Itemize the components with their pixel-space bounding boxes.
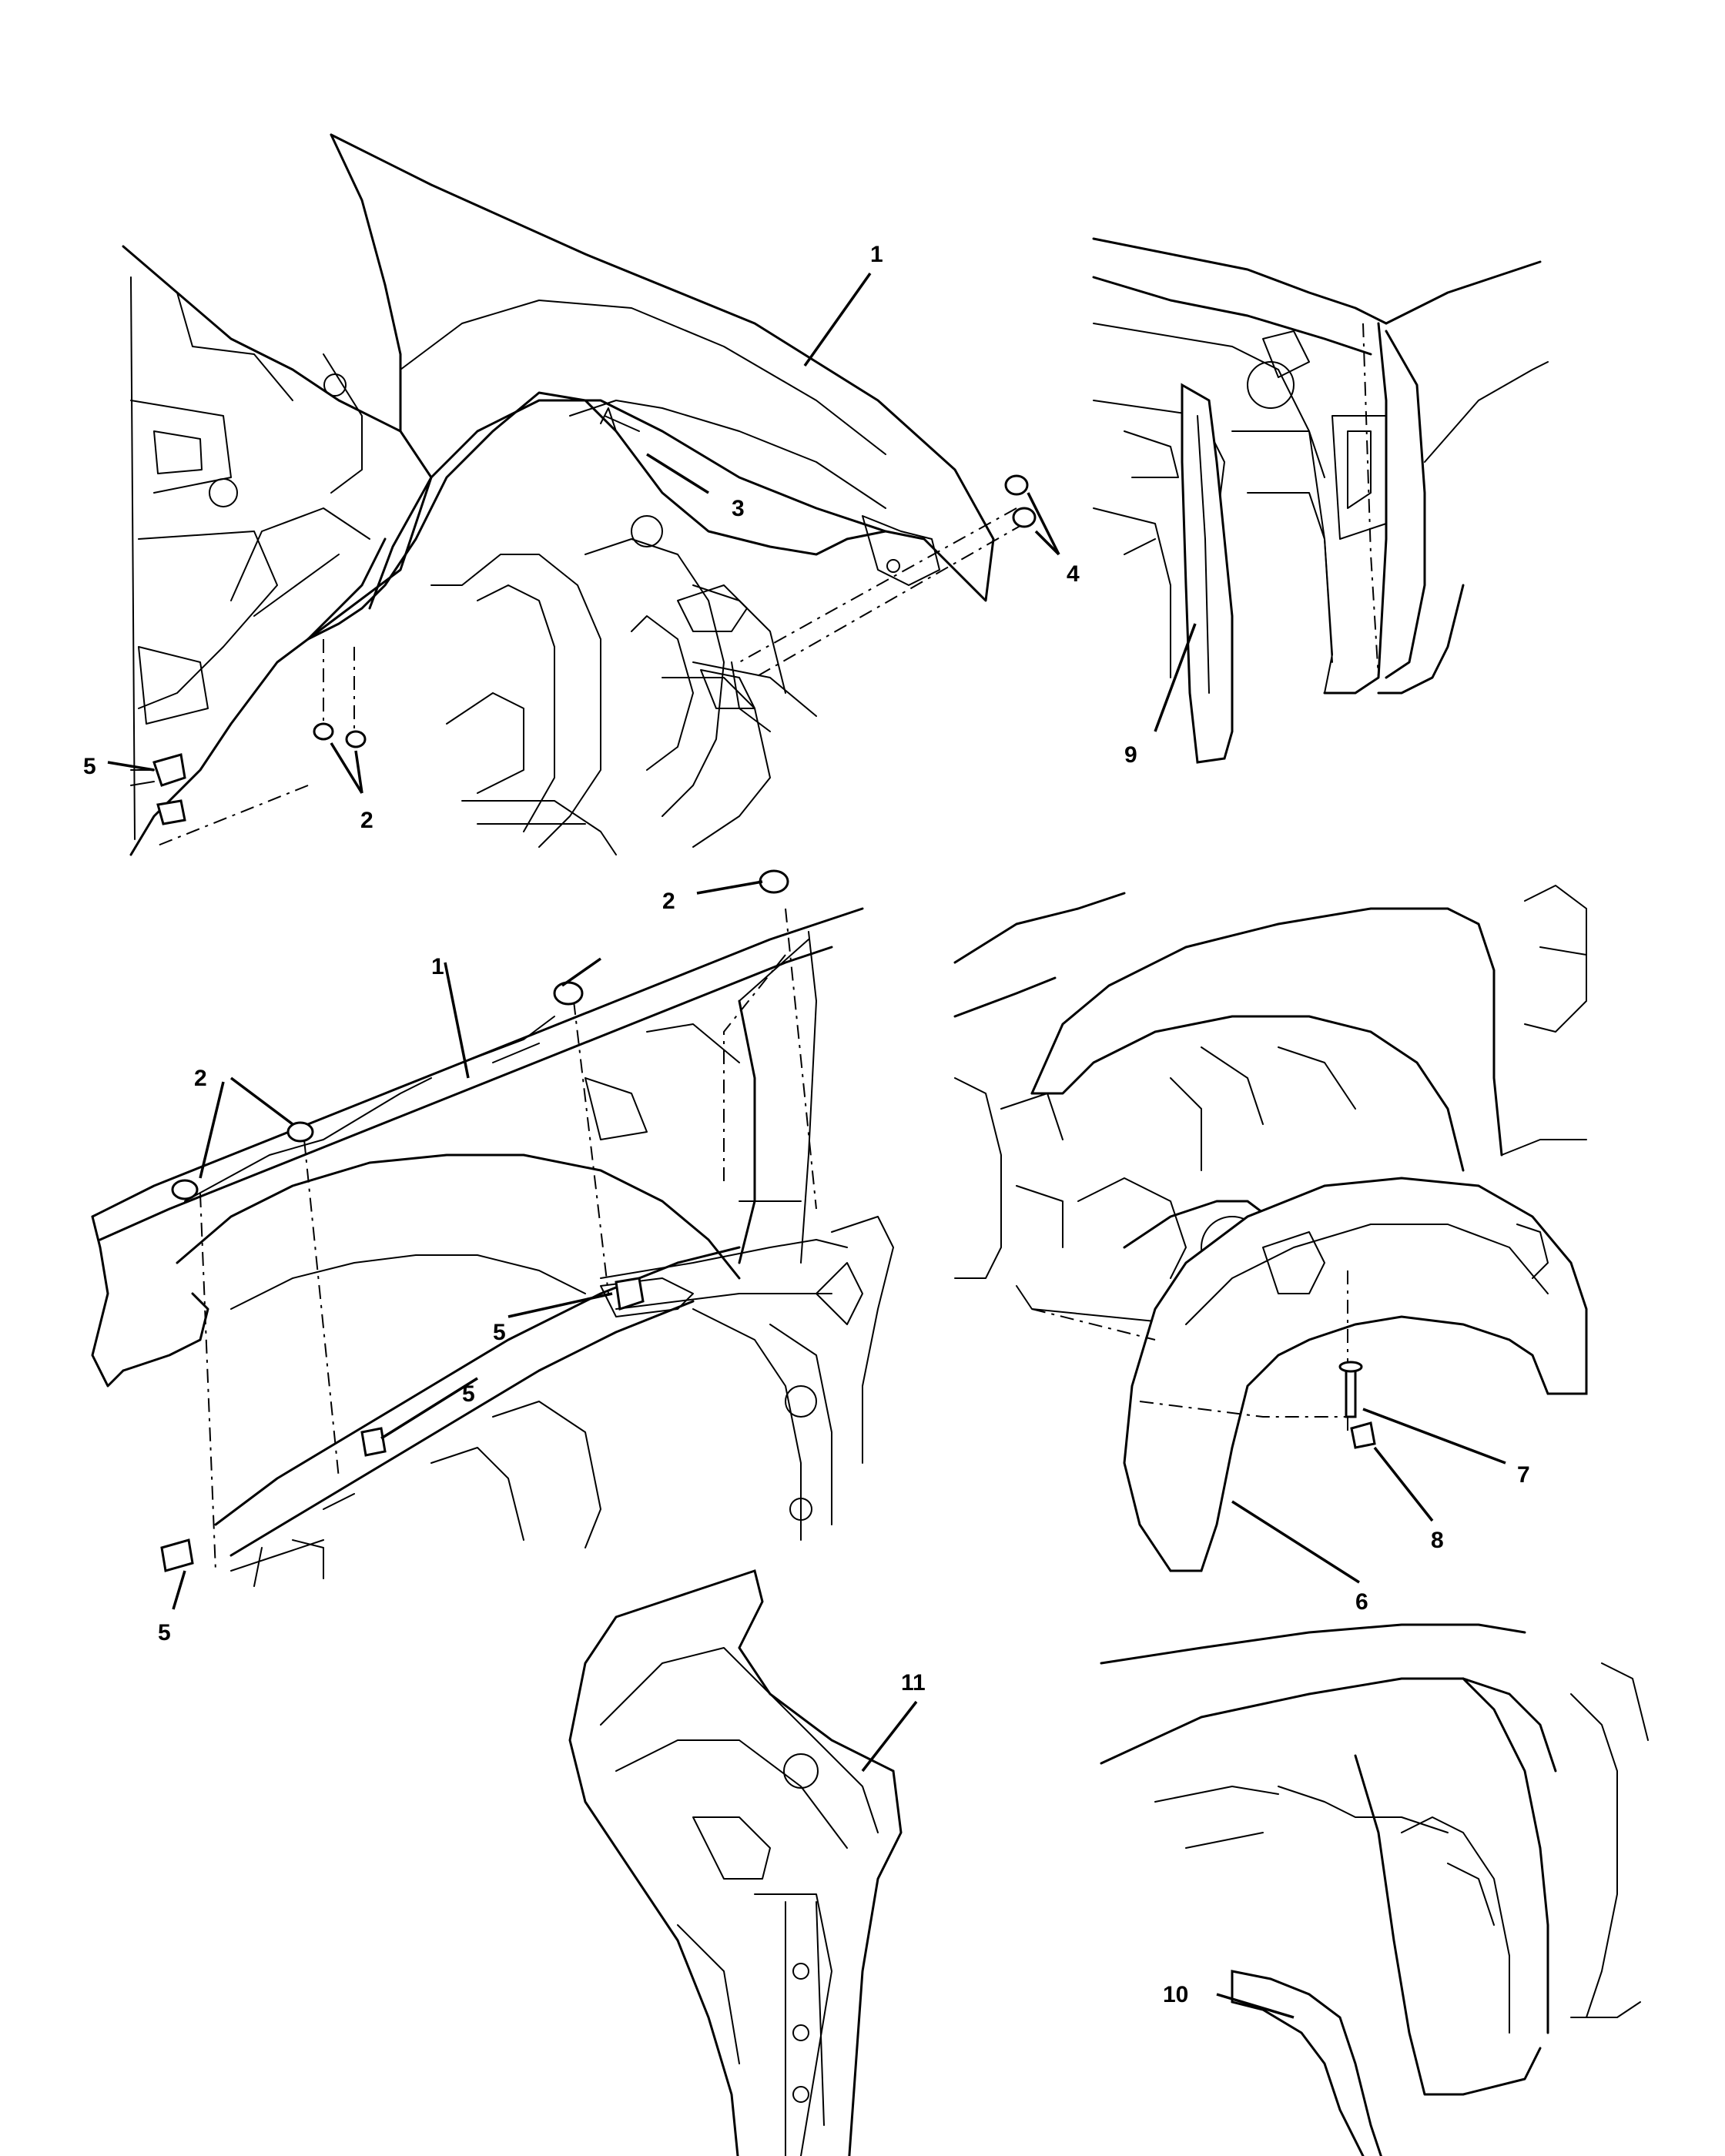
leader-11 [861, 1700, 918, 1773]
leader-4a [1027, 492, 1060, 555]
callout-2-mid-left: 2 [194, 1066, 207, 1091]
callout-2-top: 2 [360, 808, 373, 833]
callout-10: 10 [1163, 1982, 1188, 2007]
callout-5-top: 5 [83, 754, 96, 779]
leader-8 [1373, 1446, 1434, 1522]
panel-middle-right-wheelhouse [953, 885, 1588, 1572]
leader-1-top [803, 272, 872, 367]
leader-5-mid-lower [380, 1377, 478, 1440]
panel-middle-left-fender [91, 869, 894, 1587]
leader-1-mid [444, 962, 470, 1079]
leader-2-top-a [330, 742, 363, 794]
leader-2-mid-left-b [229, 1076, 294, 1126]
callout-5-bottom: 5 [158, 1620, 171, 1645]
callout-2-mid-right: 2 [662, 889, 675, 914]
callout-labels: 1 3 4 5 2 9 2 1 2 5 5 5 7 8 6 11 10 [83, 242, 1530, 2007]
callout-5-mid-upper: 5 [493, 1320, 506, 1345]
leader-2-mid-left-a [199, 1081, 225, 1179]
callout-5-mid-lower: 5 [462, 1381, 475, 1407]
leader-5-mid-upper [507, 1292, 613, 1318]
leader-7 [1362, 1408, 1506, 1465]
callout-8: 8 [1431, 1528, 1444, 1553]
leader-4b [1034, 530, 1060, 556]
callout-9: 9 [1124, 742, 1137, 768]
callout-11: 11 [901, 1670, 926, 1696]
leader-2-mid-right [696, 880, 763, 895]
leader-10 [1216, 1993, 1295, 2019]
callout-6: 6 [1355, 1589, 1368, 1615]
panel-top-left-fender [122, 133, 1037, 856]
leader-6 [1231, 1500, 1360, 1584]
leader-3 [646, 453, 709, 494]
leader-5-bottom [172, 1570, 186, 1610]
panel-bottom-right-flare [1100, 1623, 1649, 2156]
callout-7: 7 [1517, 1462, 1530, 1488]
leader-2-mid-right-b [561, 957, 602, 987]
leader-5-top [107, 761, 155, 772]
callout-leaders [107, 272, 1506, 2019]
callout-1-mid: 1 [431, 954, 444, 979]
callout-3: 3 [732, 496, 745, 521]
panel-top-right-splash-shield [1092, 237, 1549, 764]
leader-9 [1154, 623, 1197, 732]
callout-1-top: 1 [870, 242, 883, 267]
panel-bottom-center-shield [568, 1569, 903, 2156]
callout-4: 4 [1067, 561, 1080, 587]
leader-2-top-b [354, 750, 363, 794]
